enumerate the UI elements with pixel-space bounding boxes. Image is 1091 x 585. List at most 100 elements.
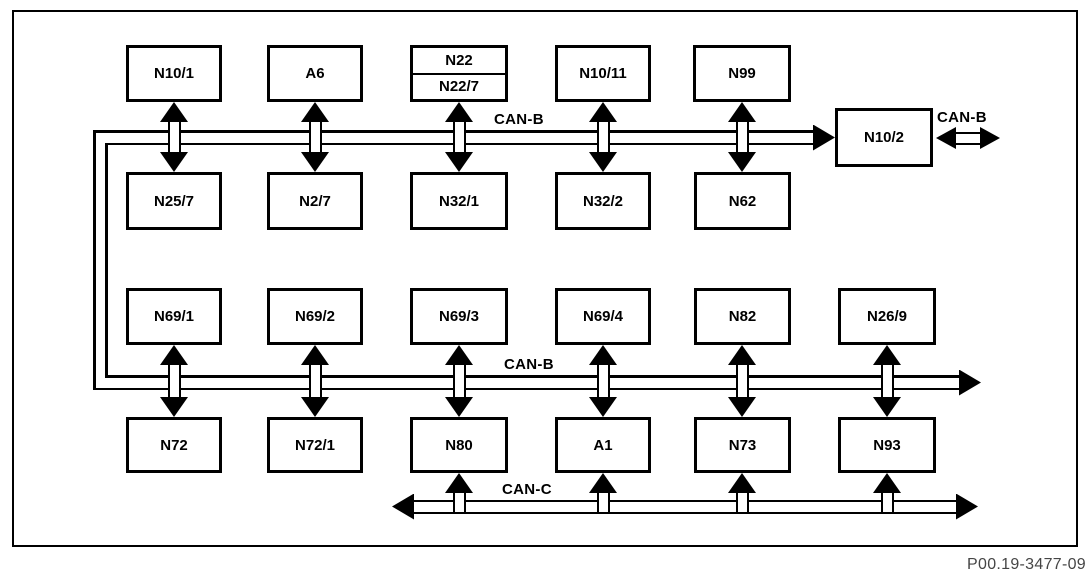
connector-canc-n93	[873, 473, 901, 512]
connector-shaft	[596, 121, 610, 155]
up-arrowhead	[589, 473, 617, 493]
module-box-n80: N80	[410, 417, 508, 473]
module-box-n72-1: N72/1	[267, 417, 363, 473]
connector-canb-n22-n32-1	[445, 102, 473, 172]
connector-canb-n10-1-n25-7	[160, 102, 188, 172]
up-arrowhead	[728, 102, 756, 122]
module-label: N25/7	[153, 192, 195, 210]
down-arrowhead	[728, 152, 756, 172]
connector-shaft	[735, 121, 749, 155]
module-label: N26/9	[866, 308, 908, 325]
figure-code: P00.19-3477-09	[967, 556, 1086, 573]
module-label: N69/2	[294, 308, 336, 325]
module-box-a1: A1	[555, 417, 651, 473]
module-label: N10/2	[863, 129, 905, 146]
can-c-bus-label: CAN-C	[502, 481, 552, 498]
can-c-bus-line-bottom	[412, 511, 957, 514]
connector-canb-n69-4-a1	[589, 345, 617, 417]
connector-shaft	[167, 364, 181, 398]
module-box-n25-7: N25/7	[126, 172, 222, 230]
down-arrowhead	[445, 397, 473, 417]
module-label: N69/1	[153, 308, 195, 325]
up-arrowhead	[445, 102, 473, 122]
down-arrowhead	[160, 152, 188, 172]
up-arrowhead	[301, 345, 329, 365]
up-arrowhead	[728, 345, 756, 365]
connector-shaft	[596, 492, 610, 512]
up-arrowhead	[589, 345, 617, 365]
module-label: N69/3	[438, 308, 480, 325]
up-arrowhead	[301, 102, 329, 122]
connector-shaft	[880, 364, 894, 398]
up-arrowhead	[728, 473, 756, 493]
connector-canb-n26-9-n93	[873, 345, 901, 417]
down-arrowhead	[589, 152, 617, 172]
up-arrowhead	[589, 102, 617, 122]
connector-canb-n69-2-n72-1	[301, 345, 329, 417]
connector-canb-n69-3-n80	[445, 345, 473, 417]
module-box-n32-2: N32/2	[555, 172, 651, 230]
can-b-upper-bus-label: CAN-B	[494, 111, 544, 128]
module-cell-n22-7: N22/7	[413, 75, 505, 100]
module-box-n10-2: N10/2	[835, 108, 933, 167]
module-label: N32/1	[438, 192, 480, 210]
module-box-n73: N73	[694, 417, 791, 473]
module-box-n69-4: N69/4	[555, 288, 651, 345]
module-label: A1	[593, 436, 613, 454]
connector-canb-n99-n62	[728, 102, 756, 172]
module-box-n69-1: N69/1	[126, 288, 222, 345]
module-box-n82: N82	[694, 288, 791, 345]
module-label: N32/2	[582, 192, 624, 210]
down-arrowhead	[589, 397, 617, 417]
module-box-n10-1: N10/1	[126, 45, 222, 102]
connector-shaft	[452, 121, 466, 155]
connector-canb-a6-n2-7	[301, 102, 329, 172]
can-c-bus-line-top	[412, 499, 957, 502]
module-box-n22-n22-7: N22 N22/7	[410, 45, 508, 102]
up-arrowhead	[445, 345, 473, 365]
module-label: N99	[728, 65, 756, 82]
module-label: N22	[445, 51, 473, 69]
module-label: N72	[160, 436, 188, 454]
module-box-n69-2: N69/2	[267, 288, 363, 345]
up-arrowhead	[873, 345, 901, 365]
connector-shaft	[167, 121, 181, 155]
can-b-lower-bus-line-top	[105, 375, 959, 378]
module-label: N69/4	[582, 308, 624, 325]
connector-shaft	[735, 492, 749, 512]
down-arrowhead	[160, 397, 188, 417]
module-box-a6: A6	[267, 45, 363, 102]
down-arrowhead	[873, 397, 901, 417]
module-box-n69-3: N69/3	[410, 288, 508, 345]
module-label: N80	[445, 436, 473, 454]
can-b-lower-bus-label: CAN-B	[504, 356, 554, 373]
connector-shaft	[308, 121, 322, 155]
module-box-n26-9: N26/9	[838, 288, 936, 345]
module-label: N72/1	[294, 436, 336, 454]
connector-canb-n69-1-n72	[160, 345, 188, 417]
can-b-stub-label: CAN-B	[937, 109, 987, 126]
module-box-n62: N62	[694, 172, 791, 230]
module-box-n10-11: N10/11	[555, 45, 651, 102]
module-box-n99: N99	[693, 45, 791, 102]
up-arrowhead	[445, 473, 473, 493]
module-label: N2/7	[299, 192, 331, 210]
module-box-n93: N93	[838, 417, 936, 473]
module-label: N10/1	[153, 65, 195, 82]
down-arrowhead	[301, 397, 329, 417]
connector-shaft	[735, 364, 749, 398]
module-label: N10/11	[579, 65, 627, 82]
up-arrowhead	[873, 473, 901, 493]
module-label: N22/7	[438, 78, 480, 96]
connector-canb-n82-n73	[728, 345, 756, 417]
module-label: N82	[728, 308, 757, 325]
module-box-n72: N72	[126, 417, 222, 473]
module-box-n32-1: N32/1	[410, 172, 508, 230]
module-label: N73	[728, 436, 757, 454]
connector-canc-n80	[445, 473, 473, 512]
connector-shaft	[880, 492, 894, 512]
connector-canb-n10-11-n32-2	[589, 102, 617, 172]
connector-shaft	[308, 364, 322, 398]
can-b-stub-shaft	[954, 131, 982, 145]
